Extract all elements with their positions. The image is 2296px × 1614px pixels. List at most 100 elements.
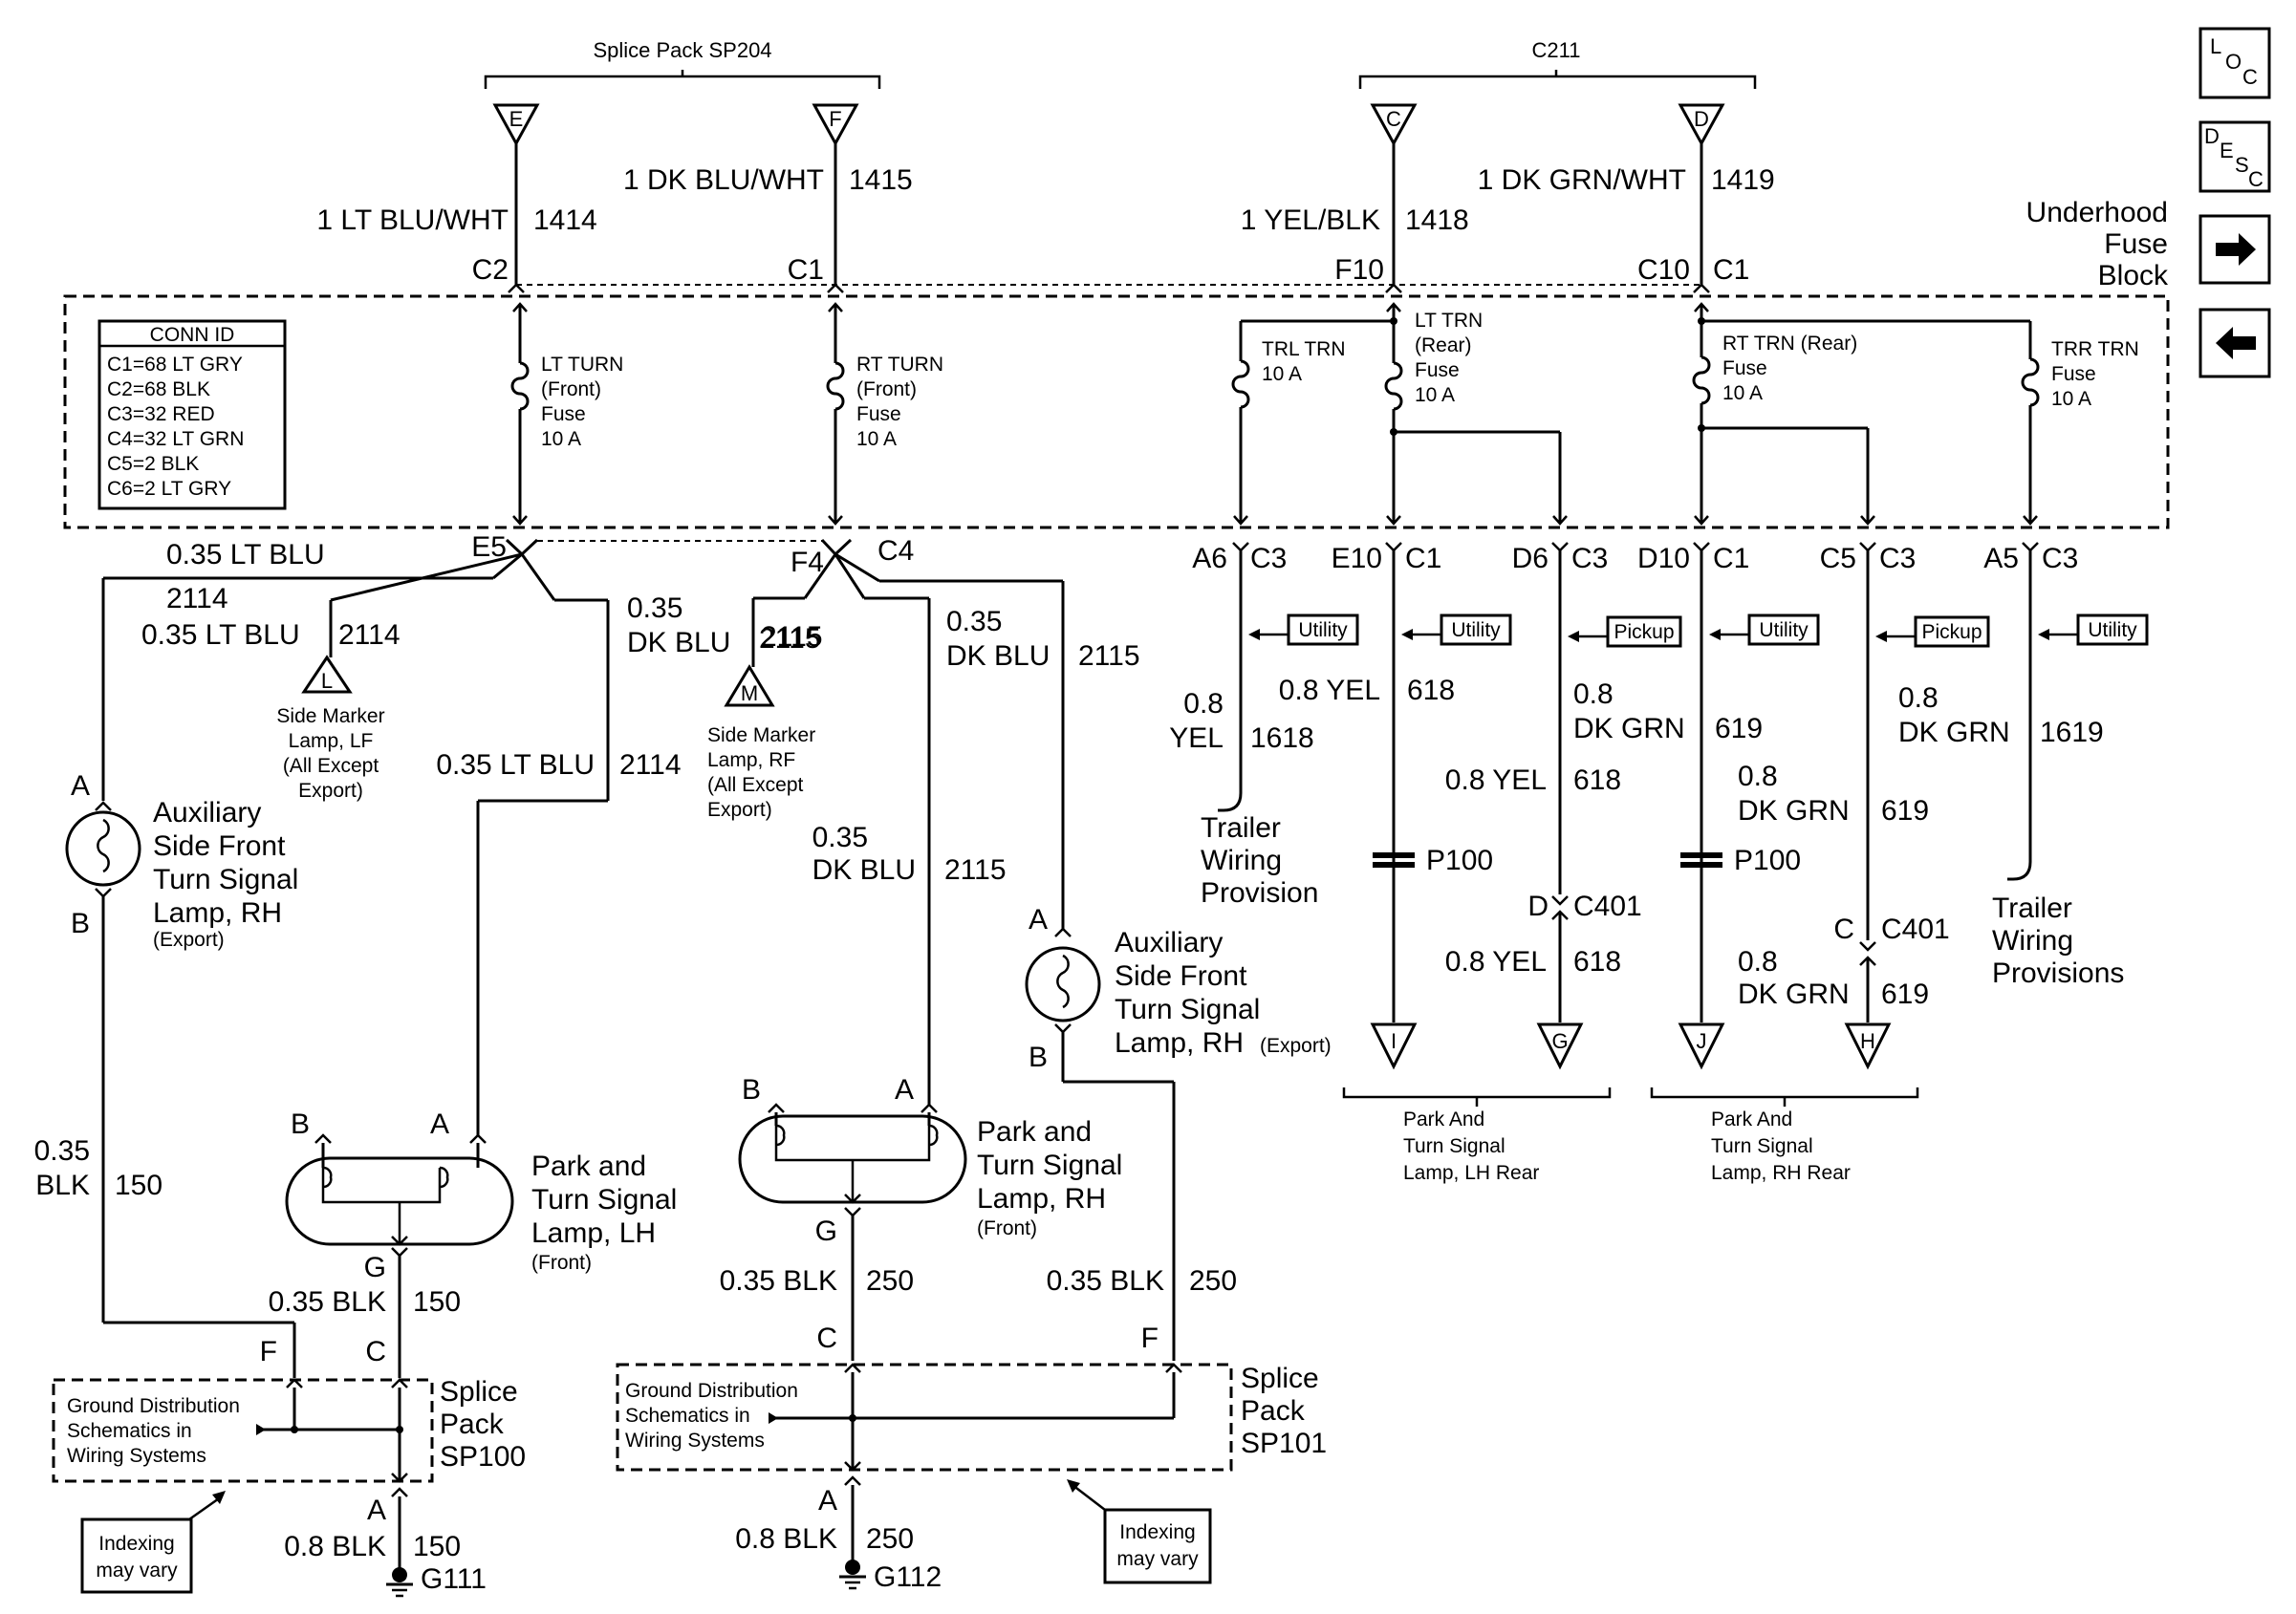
header-c211-label: C211 [1532, 38, 1581, 62]
pin-a5: A5 [1983, 543, 2019, 574]
tag-utility-4: Utility [2038, 613, 2149, 646]
svg-text:0.35: 0.35 [34, 1135, 90, 1167]
svg-text:C1=68 LT GRY: C1=68 LT GRY [107, 354, 243, 376]
aux-lamp-rh-bulb [1025, 946, 1101, 1022]
svg-text:(Front): (Front) [541, 378, 601, 400]
left-circuit: 0.35 LT BLU 2114 0.35 LT BLU 2114 0.35 D… [34, 538, 822, 1598]
svg-text:C401: C401 [1881, 914, 1950, 945]
svg-text:Park And: Park And [1403, 1108, 1484, 1130]
conn-c2: C2 [472, 254, 509, 286]
terminal-h [1844, 1022, 1892, 1070]
svg-text:P100: P100 [1426, 845, 1493, 876]
svg-text:D: D [2204, 124, 2220, 148]
svg-text:Wiring Systems: Wiring Systems [625, 1430, 765, 1452]
ground-g111-icon [386, 1567, 413, 1598]
svg-text:618: 618 [1407, 675, 1455, 706]
svg-text:Pack: Pack [1241, 1395, 1306, 1427]
svg-text:A: A [367, 1495, 386, 1526]
svg-text:Trailer: Trailer [1992, 893, 2072, 924]
pin-a6: A6 [1192, 543, 1227, 574]
svg-text:Lamp, LH: Lamp, LH [531, 1217, 656, 1249]
wire-1419-color: 1 DK GRN/WHT [1478, 164, 1686, 196]
svg-text:Ground Distribution: Ground Distribution [625, 1380, 798, 1402]
svg-text:Auxiliary: Auxiliary [153, 797, 261, 829]
svg-text:B: B [291, 1108, 310, 1140]
svg-text:0.8 BLK: 0.8 BLK [735, 1523, 837, 1555]
svg-text:2114: 2114 [619, 749, 682, 781]
tag-utility-2: Utility [1401, 613, 1512, 646]
svg-text:0.35 BLK: 0.35 BLK [720, 1265, 837, 1297]
svg-text:0.8: 0.8 [1738, 946, 1778, 978]
svg-text:Turn Signal: Turn Signal [1115, 994, 1260, 1025]
svg-text:Wiring Systems: Wiring Systems [67, 1445, 206, 1467]
fuse-rt-turn: RT TURN (Front) Fuse 10 A [826, 302, 943, 526]
svg-text:I: I [1391, 1029, 1397, 1053]
svg-text:10 A: 10 A [1262, 363, 1302, 385]
terminal-j [1678, 1022, 1725, 1070]
next-button[interactable] [2199, 214, 2271, 285]
svg-text:Park and: Park and [531, 1151, 646, 1182]
svg-text:(Front): (Front) [977, 1217, 1037, 1239]
svg-text:A: A [895, 1074, 914, 1106]
svg-text:0.35 BLK: 0.35 BLK [269, 1286, 386, 1318]
svg-text:S: S [2235, 153, 2249, 177]
svg-text:G111: G111 [421, 1563, 487, 1595]
fuse-trl-trn: TRL TRN 10 A [1231, 319, 1394, 526]
svg-text:Utility: Utility [1451, 619, 1501, 641]
wire-1414-color: 1 LT BLU/WHT [316, 204, 509, 236]
connector-p100-b [1680, 852, 1722, 868]
svg-text:(Export): (Export) [1260, 1035, 1332, 1057]
svg-text:L: L [321, 669, 333, 693]
svg-text:BLK: BLK [35, 1170, 90, 1201]
pin-c5: C5 [1820, 543, 1856, 574]
svg-text:0.8: 0.8 [1738, 761, 1778, 792]
svg-text:Lamp, RH: Lamp, RH [153, 897, 282, 929]
svg-text:TRL TRN: TRL TRN [1262, 338, 1346, 360]
loc-button[interactable]: L O C [2199, 27, 2271, 99]
splice-pack-sp100 [52, 1378, 434, 1483]
svg-text:Wiring: Wiring [1201, 845, 1282, 876]
pin-c1-c: C1 [1405, 543, 1441, 574]
svg-text:SP101: SP101 [1241, 1428, 1327, 1459]
terminal-l [301, 655, 353, 694]
svg-text:LT TURN: LT TURN [541, 354, 623, 376]
svg-text:Park and: Park and [977, 1116, 1092, 1148]
svg-text:Trailer: Trailer [1201, 812, 1281, 844]
svg-text:O: O [2225, 50, 2242, 74]
svg-text:DK BLU: DK BLU [627, 627, 730, 658]
svg-text:C: C [2248, 167, 2264, 191]
svg-text:C4=32 LT GRN: C4=32 LT GRN [107, 428, 244, 450]
svg-text:RT TURN: RT TURN [856, 354, 943, 376]
svg-text:2114: 2114 [338, 619, 401, 651]
svg-text:(Front): (Front) [856, 378, 917, 400]
svg-text:Turn Signal: Turn Signal [1711, 1135, 1813, 1157]
svg-text:DK BLU: DK BLU [946, 640, 1050, 672]
terminal-i [1370, 1022, 1418, 1070]
pin-d6: D6 [1512, 543, 1549, 574]
svg-text:619: 619 [1881, 979, 1929, 1010]
wire-1419-num: 1419 [1711, 164, 1775, 196]
svg-text:0.8: 0.8 [1183, 688, 1224, 720]
pin-c3-a: C3 [1250, 543, 1287, 574]
svg-text:Block: Block [2098, 260, 2169, 291]
svg-text:RT TRN (Rear): RT TRN (Rear) [1722, 333, 1857, 355]
svg-text:Fuse: Fuse [1415, 359, 1460, 381]
svg-text:10 A: 10 A [541, 428, 581, 450]
svg-text:F: F [260, 1336, 277, 1367]
svg-text:Export): Export) [707, 799, 772, 821]
svg-text:C5=2 BLK: C5=2 BLK [107, 453, 199, 475]
svg-text:Utility: Utility [2088, 619, 2137, 641]
svg-text:C: C [1386, 107, 1401, 131]
terminal-f: F [812, 103, 859, 147]
terminal-m [724, 664, 775, 707]
fuse-lt-turn: LT TURN (Front) Fuse 10 A [510, 302, 623, 526]
svg-text:B: B [1029, 1042, 1048, 1073]
pin-c4: C4 [877, 535, 914, 567]
back-button[interactable] [2199, 308, 2271, 378]
svg-text:2114: 2114 [166, 583, 228, 614]
svg-text:C: C [816, 1323, 837, 1354]
desc-button[interactable]: D E S C [2199, 120, 2271, 193]
svg-text:10 A: 10 A [856, 428, 897, 450]
